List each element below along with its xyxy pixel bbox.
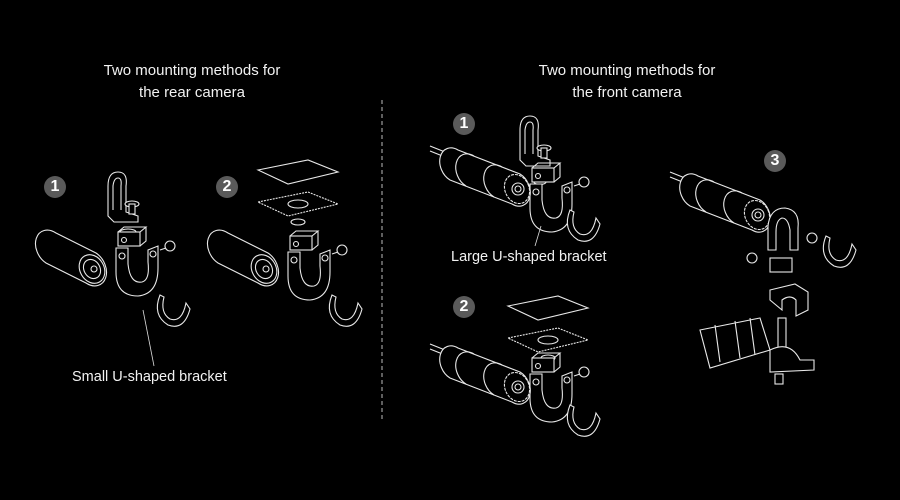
rear-method-2-badge: 2 <box>216 176 238 198</box>
rear-method-1-badge: 1 <box>44 176 66 198</box>
front-method-2-illustration <box>429 295 601 437</box>
front-method-1-illustration <box>429 115 601 242</box>
front-section-title: Two mounting methods for the front camer… <box>477 60 777 104</box>
large-bracket-label: Large U-shaped bracket <box>451 249 607 265</box>
large-bracket-leader-line <box>534 225 542 247</box>
rear-title-line-1: Two mounting methods for <box>103 62 281 79</box>
rear-title-line-2: the rear camera <box>139 84 245 101</box>
front-method-1-badge: 1 <box>453 113 475 135</box>
front-title-line-1: Two mounting methods for <box>538 62 716 79</box>
rear-section-title: Two mounting methods for the rear camera <box>42 60 342 104</box>
small-bracket-label: Small U-shaped bracket <box>72 369 227 385</box>
front-title-line-2: the front camera <box>572 84 682 101</box>
small-bracket-leader-line <box>142 309 155 367</box>
front-method-3-illustration <box>669 171 857 385</box>
front-method-3-badge: 3 <box>764 150 786 172</box>
front-method-2-badge: 2 <box>453 296 475 318</box>
